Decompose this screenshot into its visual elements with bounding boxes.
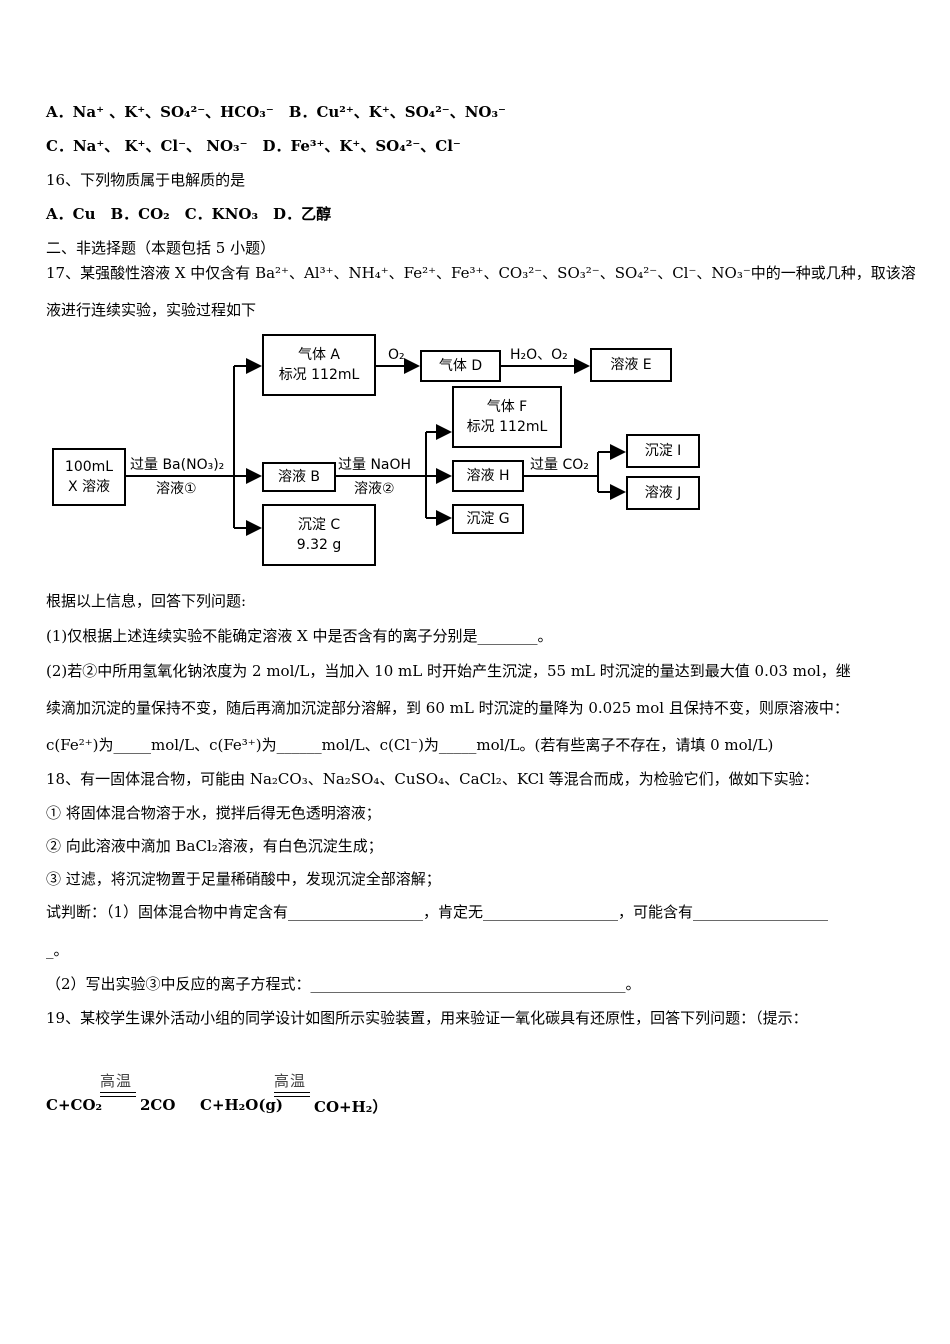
label-reagent-2: 过量 NaOH xyxy=(338,457,412,473)
equation-1-condition: 高温 xyxy=(100,1072,133,1090)
equation-2-equals-sign xyxy=(274,1092,310,1097)
equation-2-products: CO+H₂） xyxy=(314,1098,388,1116)
box-solution-x-volume: 100mL xyxy=(64,459,114,475)
box-gas-f-volume: 标况 112mL xyxy=(466,419,548,435)
question-18-part-2: （2）写出实验③中反应的离子方程式：______________________… xyxy=(46,975,641,993)
label-reagent-1-solution: 溶液① xyxy=(156,481,197,497)
label-reagent-1: 过量 Ba(NO₃)₂ xyxy=(130,457,225,473)
label-o2: O₂ xyxy=(388,347,405,363)
sub-question-1: (1)仅根据上述连续实验不能确定溶液 X 中是否含有的离子分别是________… xyxy=(46,627,553,645)
diagram-arrows xyxy=(126,358,626,536)
label-reagent-2-solution: 溶液② xyxy=(354,481,395,497)
answer-intro: 根据以上信息，回答下列问题: xyxy=(46,592,247,610)
question-18-part-1-end: _。 xyxy=(46,941,69,959)
box-gas-a: 气体 A 标况 112mL xyxy=(262,334,376,396)
equation-1-equals-sign xyxy=(100,1092,136,1097)
sub-question-2: (2)若②中所用氢氧化钠浓度为 2 mol/L，当加入 10 mL 时开始产生沉… xyxy=(46,662,851,680)
box-precipitate-g: 沉淀 G xyxy=(452,504,524,534)
box-solution-j: 溶液 J xyxy=(626,476,700,510)
box-solution-b: 溶液 B xyxy=(262,462,336,492)
equation-1-products: 2CO xyxy=(140,1096,176,1114)
box-gas-a-volume: 标况 112mL xyxy=(278,367,360,383)
box-precipitate-c-mass: 9.32 g xyxy=(296,537,342,553)
sub-question-2-answers: c(Fe²⁺)为_____mol/L、c(Fe³⁺)为______mol/L、c… xyxy=(46,736,774,754)
section-heading: 二、非选择题（本题包括 5 小题） xyxy=(46,239,276,257)
question-17-stem: 17、某强酸性溶液 X 中仅含有 Ba²⁺、Al³⁺、NH₄⁺、Fe²⁺、Fe³… xyxy=(46,264,916,282)
box-solution-h: 溶液 H xyxy=(452,460,524,492)
box-gas-f: 气体 F 标况 112mL xyxy=(452,386,562,448)
question-17-stem-cont: 液进行连续实验，实验过程如下 xyxy=(46,301,257,319)
box-gas-f-title: 气体 F xyxy=(486,399,528,415)
equation-2-condition: 高温 xyxy=(274,1072,307,1090)
box-gas-a-title: 气体 A xyxy=(297,347,341,363)
question-18-step-3: ③ 过滤，将沉淀物置于足量稀硝酸中，发现沉淀全部溶解； xyxy=(46,870,441,888)
question-18-part-1: 试判断：（1）固体混合物中肯定含有__________________，肯定无_… xyxy=(46,903,829,921)
question-18-step-1: ① 将固体混合物溶于水，搅拌后得无色透明溶液； xyxy=(46,804,381,822)
sub-question-2-cont: 续滴加沉淀的量保持不变，随后再滴加沉淀部分溶解，到 60 mL 时沉淀的量降为 … xyxy=(46,699,849,717)
box-precipitate-i: 沉淀 I xyxy=(626,434,700,468)
equation-2-reactants: C+H₂O(g) xyxy=(200,1096,283,1114)
box-gas-d: 气体 D xyxy=(420,350,501,382)
box-solution-x: 100mL X 溶液 xyxy=(52,448,126,506)
option-line-cd: C．Na⁺、 K⁺、Cl⁻、 NO₃⁻ D．Fe³⁺、K⁺、SO₄²⁻、Cl⁻ xyxy=(46,137,461,155)
box-precipitate-c: 沉淀 C 9.32 g xyxy=(262,504,376,566)
equation-1-reactants: C+CO₂ xyxy=(46,1096,103,1114)
label-reagent-co2: 过量 CO₂ xyxy=(530,457,589,473)
box-solution-e: 溶液 E xyxy=(590,348,672,382)
experiment-flow-diagram: 100mL X 溶液 气体 A 标况 112mL 气体 D 溶液 E 溶液 B … xyxy=(46,328,706,576)
question-16: 16、下列物质属于电解质的是 xyxy=(46,171,246,189)
box-solution-x-label: X 溶液 xyxy=(67,479,111,495)
option-line-ab: A．Na⁺ 、K⁺、SO₄²⁻、HCO₃⁻ B．Cu²⁺、K⁺、SO₄²⁻、NO… xyxy=(46,103,506,121)
question-19: 19、某校学生课外活动小组的同学设计如图所示实验装置，用来验证一氧化碳具有还原性… xyxy=(46,1009,808,1027)
box-precipitate-c-title: 沉淀 C xyxy=(297,517,341,533)
label-h2o-o2: H₂O、O₂ xyxy=(510,347,568,363)
question-16-options: A．Cu B．CO₂ C．KNO₃ D．乙醇 xyxy=(46,205,332,223)
question-18: 18、有一固体混合物，可能由 Na₂CO₃、Na₂SO₄、CuSO₄、CaCl₂… xyxy=(46,770,819,788)
question-18-step-2: ② 向此溶液中滴加 BaCl₂溶液，有白色沉淀生成； xyxy=(46,837,383,855)
